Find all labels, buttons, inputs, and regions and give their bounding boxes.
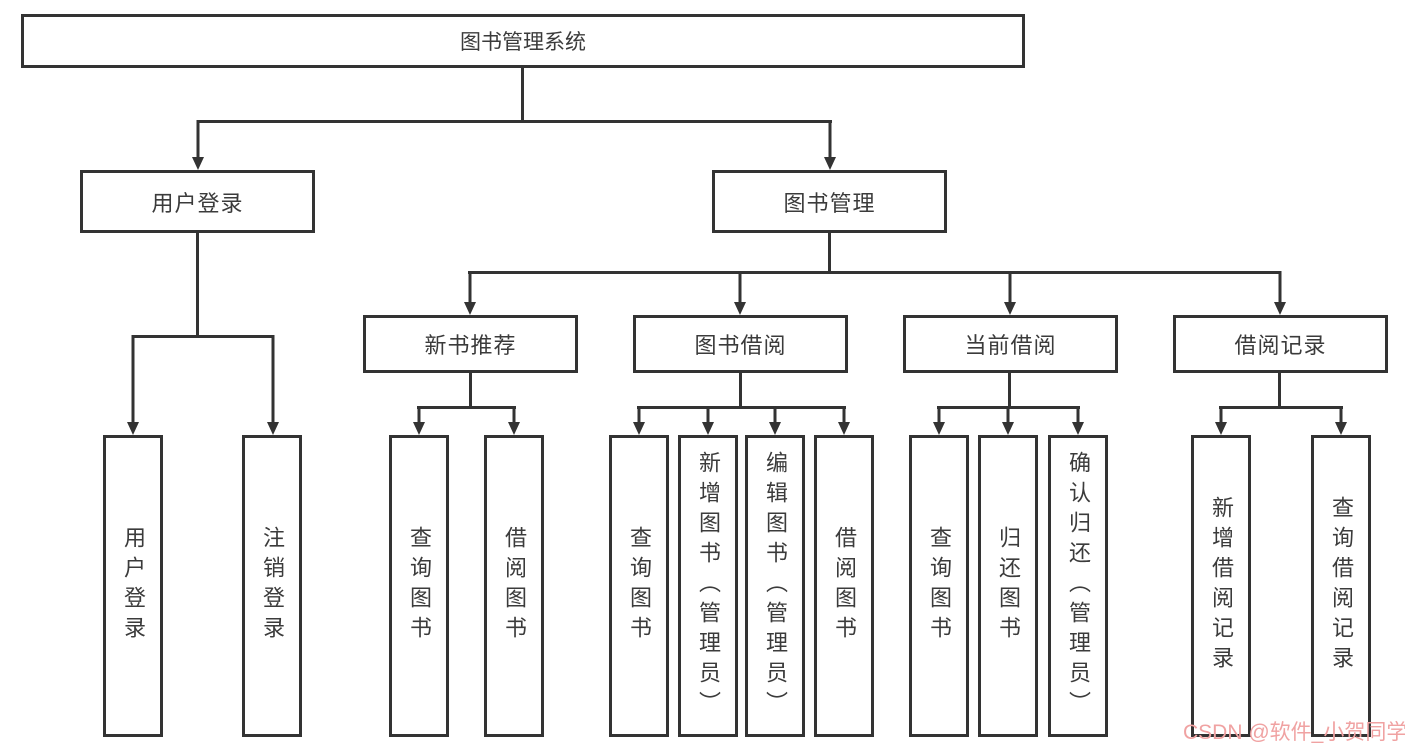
node-user-login: 用户登录 (80, 170, 315, 233)
arrowhead-down-leaf-user-login (126, 335, 140, 435)
connector-book-management-bar (468, 271, 1281, 274)
node-borrow-records: 借阅记录 (1173, 315, 1388, 373)
arrowhead-down-current-borrow (1003, 271, 1017, 315)
node-label: 借阅记录 (1234, 333, 1327, 358)
arrowhead-down-book-borrow (733, 271, 747, 315)
connector-borrow-records-stem (1278, 373, 1281, 408)
arrowhead-down-confirm-return (1071, 406, 1085, 435)
arrowhead-down-borrow-records (1273, 271, 1287, 315)
connector-root-bar (197, 120, 832, 123)
connector-user-login-bar (132, 335, 274, 338)
leaf-logout: 注销登录 (242, 435, 302, 737)
leaf-label: 查询图书 (627, 526, 652, 646)
connector-new-book-recommend-bar (417, 406, 516, 409)
leaf-query-books-a: 查询图书 (389, 435, 449, 737)
node-label: 用户登录 (151, 190, 244, 216)
leaf-borrow-books-b: 借阅图书 (814, 435, 874, 737)
node-library-management-system: 图书管理系统 (21, 14, 1025, 68)
arrowhead-down-user-login (191, 120, 205, 170)
leaf-label: 借阅图书 (832, 526, 857, 646)
arrowhead-down-query-borrow-record (1334, 406, 1348, 435)
leaf-label: 查询借阅记录 (1329, 496, 1354, 676)
connector-current-borrow-stem (1008, 373, 1011, 408)
arrowhead-down-query-books-c (932, 406, 946, 435)
leaf-label: 确认归还（管理员） (1066, 451, 1091, 721)
node-label: 图书管理 (783, 190, 876, 216)
leaf-query-borrow-record: 查询借阅记录 (1311, 435, 1371, 737)
arrowhead-down-query-books-b (632, 406, 646, 435)
leaf-user-login: 用户登录 (103, 435, 163, 737)
leaf-label: 归还图书 (996, 526, 1021, 646)
leaf-label: 查询图书 (407, 526, 432, 646)
node-book-borrow: 图书借阅 (633, 315, 848, 373)
arrowhead-down-query-books-a (412, 406, 426, 435)
leaf-query-books-c: 查询图书 (909, 435, 969, 737)
leaf-borrow-books-a: 借阅图书 (484, 435, 544, 737)
connector-user-login-stem (196, 233, 199, 337)
connector-book-management-stem (828, 233, 831, 273)
node-label: 当前借阅 (964, 333, 1057, 358)
leaf-add-book-admin: 新增图书（管理员） (678, 435, 738, 737)
leaf-return-book: 归还图书 (978, 435, 1038, 737)
leaf-label: 借阅图书 (502, 526, 527, 646)
node-label: 新书推荐 (424, 333, 517, 358)
leaf-add-borrow-record: 新增借阅记录 (1191, 435, 1251, 737)
node-label: 图书借阅 (694, 333, 787, 358)
node-label: 图书管理系统 (460, 31, 586, 54)
connector-borrow-records-bar (1219, 406, 1343, 409)
connector-book-borrow-bar (637, 406, 846, 409)
leaf-label: 新增图书（管理员） (696, 451, 721, 721)
node-current-borrow: 当前借阅 (903, 315, 1118, 373)
leaf-label: 注销登录 (260, 526, 285, 646)
leaf-confirm-return-admin: 确认归还（管理员） (1048, 435, 1108, 737)
arrowhead-down-edit-book (768, 406, 782, 435)
connector-new-book-recommend-stem (469, 373, 472, 408)
arrowhead-down-add-book (701, 406, 715, 435)
leaf-label: 查询图书 (927, 526, 952, 646)
arrowhead-down-new-book-recommend (463, 271, 477, 315)
leaf-label: 编辑图书（管理员） (763, 451, 788, 721)
arrowhead-down-borrow-books-b (837, 406, 851, 435)
arrowhead-down-add-borrow-record (1214, 406, 1228, 435)
leaf-label: 用户登录 (121, 526, 146, 646)
leaf-edit-book-admin: 编辑图书（管理员） (745, 435, 805, 737)
connector-book-borrow-stem (739, 373, 742, 408)
leaf-label: 新增借阅记录 (1209, 496, 1234, 676)
watermark: CSDN @软件_小贺同学 (1183, 721, 1405, 744)
node-new-book-recommend: 新书推荐 (363, 315, 578, 373)
arrowhead-down-return-book (1001, 406, 1015, 435)
node-book-management: 图书管理 (712, 170, 947, 233)
arrowhead-down-book-management (823, 120, 837, 170)
connector-root-stem (521, 68, 524, 122)
arrowhead-down-leaf-logout (266, 335, 280, 435)
leaf-query-books-b: 查询图书 (609, 435, 669, 737)
arrowhead-down-borrow-books-a (507, 406, 521, 435)
